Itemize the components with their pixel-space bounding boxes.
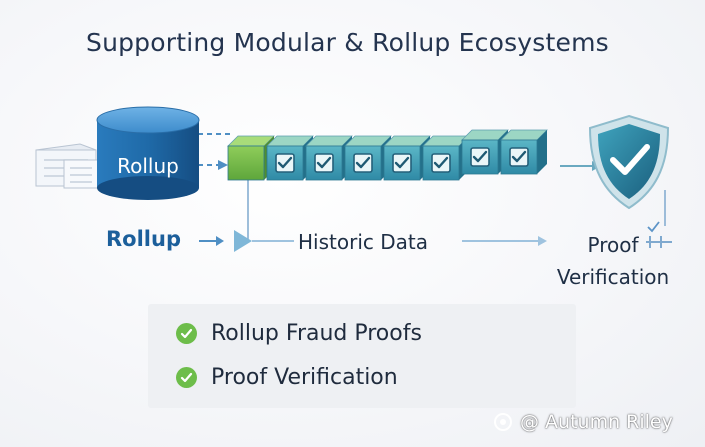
page-title: Supporting Modular & Rollup Ecosystems <box>86 28 609 57</box>
checklist-item: Proof Verification <box>176 362 398 392</box>
block-chain <box>227 129 548 181</box>
check-icon <box>355 156 371 169</box>
proof-verification-label: Proof Verification <box>545 229 681 293</box>
check-icon <box>433 156 449 169</box>
check-circle-icon <box>176 366 197 388</box>
check-circle-icon <box>176 322 197 344</box>
feature-panel <box>148 304 576 408</box>
document-stack-icon <box>35 143 99 189</box>
author-logo-icon <box>492 411 514 433</box>
database-icon <box>96 106 200 200</box>
proof-label-line-1: Proof <box>587 233 639 257</box>
block-icon <box>383 135 431 181</box>
check-icon <box>472 150 488 163</box>
watermark: @ Autumn Riley <box>492 408 673 436</box>
checklist-item-label: Proof Verification <box>211 364 398 390</box>
check-icon <box>277 156 293 169</box>
checklist-item-label: Rollup Fraud Proofs <box>211 320 422 346</box>
proof-label-line-2: Verification <box>556 265 670 289</box>
check-icon <box>316 156 332 169</box>
watermark-text: @ Autumn Riley <box>520 411 673 433</box>
checklist-item: Rollup Fraud Proofs <box>176 318 422 348</box>
arrow-icon <box>218 160 228 170</box>
check-icon <box>394 156 410 169</box>
check-icon <box>511 150 527 163</box>
rollup-label: Rollup <box>106 227 181 251</box>
database-label: Rollup <box>117 154 179 178</box>
shield-check-icon <box>588 114 670 210</box>
flow-arrows <box>199 221 672 252</box>
block-icon <box>266 135 314 181</box>
block-icon <box>500 129 548 175</box>
block-icon <box>461 129 509 175</box>
historic-data-label: Historic Data <box>298 230 428 254</box>
